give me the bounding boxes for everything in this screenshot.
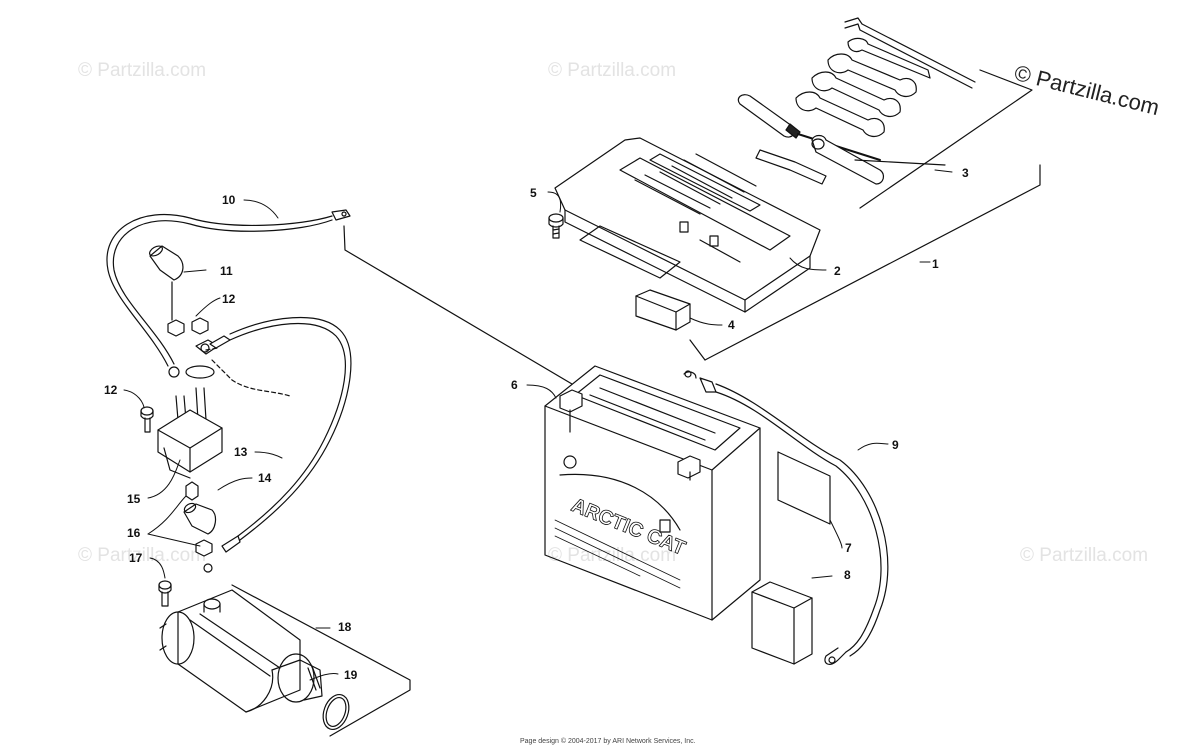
callout-4: 4 — [728, 318, 735, 332]
callout-8: 8 — [844, 568, 851, 582]
callout-6: 6 — [511, 378, 518, 392]
watermark: © Partzilla.com — [78, 60, 207, 81]
bolt-13 — [140, 406, 154, 433]
o-ring-19 — [322, 693, 350, 731]
nut-12 — [167, 317, 213, 557]
tool-tray — [554, 137, 821, 313]
cable-10 — [106, 209, 351, 378]
callout-5: 5 — [530, 186, 537, 200]
watermark: © Partzilla.com — [548, 60, 677, 81]
callout-12: 12 — [222, 292, 236, 306]
watermark: © Partzilla.com — [78, 545, 207, 566]
terminal-cap-11 — [149, 245, 184, 321]
bolt-17 — [158, 580, 172, 607]
decal-7 — [777, 451, 831, 525]
callout-11: 11 — [220, 264, 233, 278]
starter-motor-18 — [159, 589, 323, 713]
tool-kit — [737, 17, 1033, 209]
callout-12-lower: 16 — [127, 526, 141, 540]
foam-pad-4 — [635, 289, 691, 331]
callout-2: 2 — [834, 264, 841, 278]
terminal-cap-15 — [183, 502, 217, 535]
leader-line-10 — [343, 225, 573, 385]
callout-7: 7 — [845, 541, 852, 555]
leader-line-18 — [231, 584, 411, 737]
callout-13: 12 — [104, 383, 118, 397]
leader-line-1 — [704, 164, 1041, 361]
battery: ARCTIC CAT — [544, 365, 761, 621]
callout-1: 1 — [932, 257, 939, 271]
callout-14: 13 — [234, 445, 248, 459]
screw-5 — [548, 213, 564, 239]
callout-3: 3 — [962, 166, 969, 180]
cable-9 — [683, 370, 889, 665]
callout-18: 18 — [338, 620, 352, 634]
page-footer: Page design © 2004-2017 by ARI Network S… — [520, 738, 696, 745]
callout-10: 10 — [222, 193, 236, 207]
callout-leaders — [123, 169, 953, 681]
callout-19: 19 — [344, 668, 358, 682]
callout-15: 14 — [258, 471, 272, 485]
foam-pad-8 — [751, 581, 813, 665]
cable-14 — [200, 316, 352, 573]
callout-16: 15 — [127, 492, 141, 506]
solenoid-16 — [157, 339, 291, 479]
callout-9: 9 — [892, 438, 899, 452]
callout-17: 17 — [129, 551, 143, 565]
watermark: © Partzilla.com — [1020, 545, 1149, 566]
